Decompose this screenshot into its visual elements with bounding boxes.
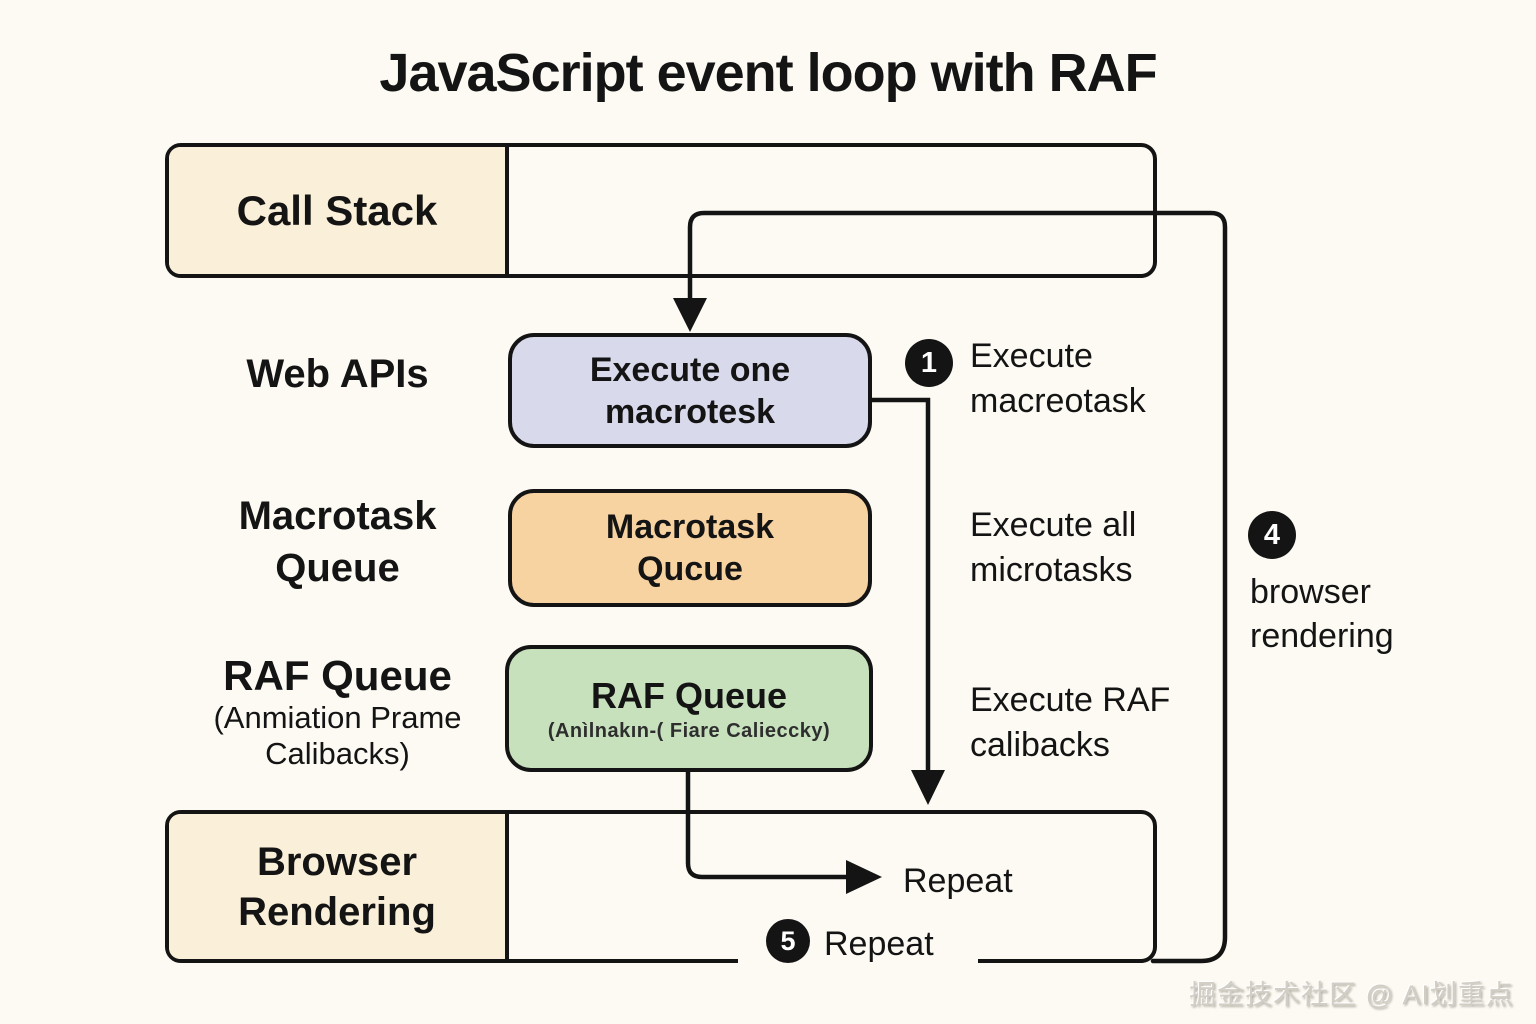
raf-queue-label-title: RAF Queue	[223, 652, 452, 699]
browser-rendering-label: Browser Rendering	[238, 839, 436, 934]
watermark: 掘金技术社区 @ AI划重点	[1189, 980, 1514, 1010]
loop-arrowhead-down	[673, 298, 707, 332]
microtasks-text: Execute all microtasks	[970, 506, 1137, 589]
call-stack-label: Call Stack	[236, 186, 438, 234]
raf-queue-box: RAF Queue (Anìlnakın-( Fiare Calieccky)	[505, 645, 873, 772]
raf-callbacks-text: Execute RAF calibacks	[970, 681, 1171, 764]
step-1-text: Execute macreotask	[970, 337, 1146, 420]
raf-queue-box-title: RAF Queue	[590, 674, 787, 716]
repeat-label: Repeat	[903, 862, 1013, 900]
step-5-text: Repeat	[824, 925, 934, 963]
diagram-title: JavaScript event loop with RAF	[379, 43, 1157, 103]
web-apis-label: Web APIs	[246, 352, 429, 396]
macrotask-queue-label: Macrotask Queue	[238, 494, 437, 590]
call-stack-cell: Call Stack	[169, 147, 509, 274]
flow-arrowhead-down	[911, 770, 945, 805]
raf-queue-label: RAF Queue (Anmiation Prame Calibacks)	[150, 652, 525, 772]
browser-rendering-cell: Browser Rendering	[169, 814, 509, 959]
browser-rendering-row: Browser Rendering	[165, 810, 1157, 963]
step-1-badge: 1	[905, 339, 953, 387]
step-5-badge: 5	[766, 919, 810, 963]
execute-one-macrotask-box: Execute one macrotesk	[508, 333, 872, 448]
call-stack-row: Call Stack	[165, 143, 1157, 278]
step-4-text: browser rendering	[1250, 573, 1394, 655]
raf-queue-box-subtitle: (Anìlnakın-( Fiare Calieccky)	[547, 719, 831, 742]
step-4-badge: 4	[1248, 511, 1296, 559]
macrotask-flow-line	[869, 397, 931, 775]
macrotask-queue-box: Macrotask Qucue	[508, 489, 872, 607]
